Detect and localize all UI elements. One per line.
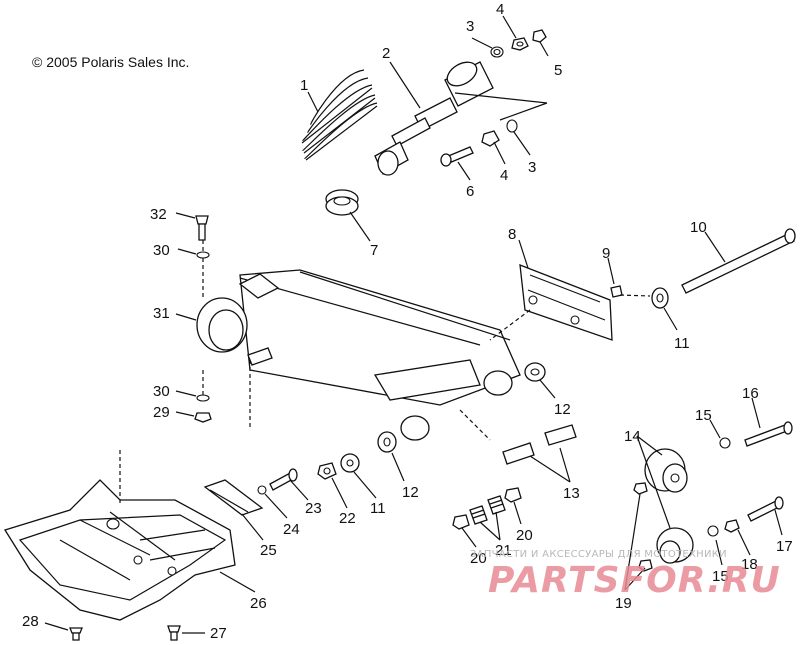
part-swing-arm — [196, 269, 521, 441]
callout-21: 21 — [495, 542, 512, 559]
part-washer-15-upper — [719, 437, 731, 449]
callout-6: 6 — [466, 183, 474, 200]
part-slider-block — [203, 479, 264, 516]
callout-11a: 11 — [674, 335, 690, 352]
callout-2: 2 — [382, 45, 390, 62]
callout-12b: 12 — [402, 484, 419, 501]
callout-1: 1 — [300, 77, 308, 94]
callout-25: 25 — [260, 542, 277, 559]
part-sleeve-upper — [544, 424, 577, 446]
callout-9: 9 — [602, 245, 610, 262]
part-washer-30-lower — [196, 394, 210, 402]
callout-15a: 15 — [695, 407, 712, 424]
part-cap-top — [532, 29, 547, 43]
callout-18: 18 — [741, 556, 758, 573]
part-nut-18 — [724, 519, 740, 533]
part-bushing-21-lower — [469, 505, 488, 525]
callout-29: 29 — [153, 404, 170, 421]
callout-28: 28 — [22, 613, 39, 630]
callout-4: 4 — [496, 1, 504, 18]
callout-26: 26 — [250, 595, 267, 612]
part-screw-28 — [69, 627, 83, 641]
part-washer-12-upper — [524, 362, 546, 382]
callout-20b: 20 — [470, 550, 487, 567]
callout-5: 5 — [554, 62, 562, 79]
callout-15b: 15 — [712, 568, 729, 585]
callout-31: 31 — [153, 305, 170, 322]
part-nut-20-lower — [452, 514, 470, 530]
part-washer-11-right — [651, 287, 669, 309]
copyright-notice: © 2005 Polaris Sales Inc. — [32, 54, 190, 70]
part-skid-plate — [4, 479, 236, 621]
watermark-logo: PARTSFOR.RU — [488, 560, 781, 601]
part-roller-lower — [656, 527, 694, 564]
part-rail-bracket — [519, 264, 613, 341]
callout-13: 13 — [563, 485, 580, 502]
part-bolt-32 — [195, 215, 209, 241]
callout-19: 19 — [615, 595, 632, 612]
part-nut-top — [511, 37, 529, 51]
callout-16: 16 — [742, 385, 759, 402]
callout-12a: 12 — [554, 401, 571, 418]
part-nut-29 — [194, 412, 212, 423]
alignment-lines — [119, 240, 651, 505]
part-roller-upper — [644, 448, 688, 493]
callout-32: 32 — [150, 206, 167, 223]
callout-7: 7 — [370, 242, 378, 259]
callout-22: 22 — [339, 510, 356, 527]
part-washer-15-lower — [707, 525, 719, 537]
callout-20a: 20 — [516, 527, 533, 544]
part-long-shaft — [681, 228, 796, 294]
part-nut-22 — [317, 462, 337, 480]
callout-4b: 4 — [500, 167, 508, 184]
part-washer-30-upper — [196, 251, 210, 259]
part-washer-top — [490, 46, 504, 58]
part-washer-12-lower — [377, 431, 397, 453]
callout-14: 14 — [624, 428, 641, 445]
part-nut-19-lower — [638, 559, 653, 572]
callout-8: 8 — [508, 226, 516, 243]
part-screw-27 — [167, 625, 181, 641]
callout-3: 3 — [466, 18, 474, 35]
callout-30b: 30 — [153, 383, 170, 400]
part-nut-19-upper — [633, 482, 648, 495]
part-nut-mid — [481, 130, 500, 147]
part-bolt-shock — [440, 146, 474, 167]
callout-30a: 30 — [153, 242, 170, 259]
watermark-subtitle: ЗАПЧАСТИ И АКСЕССУАРЫ ДЛЯ МОТОТЕХНИКИ — [470, 549, 727, 560]
part-shock-absorber — [374, 61, 494, 176]
callout-11b: 11 — [370, 500, 386, 517]
callout-3b: 3 — [528, 159, 536, 176]
callout-24: 24 — [283, 521, 300, 538]
callout-23: 23 — [305, 500, 322, 517]
callout-10: 10 — [690, 219, 707, 236]
part-spring-seat — [325, 189, 359, 216]
part-bolt-16 — [744, 421, 793, 447]
part-bolt-17 — [747, 496, 784, 522]
part-washer-11-lower — [340, 453, 360, 473]
leader-lines — [44, 15, 783, 634]
part-washer-24 — [257, 485, 267, 495]
part-nut-20-upper — [504, 487, 522, 503]
callout-27: 27 — [210, 625, 227, 642]
part-sleeve-lower — [502, 442, 535, 465]
callout-17: 17 — [776, 538, 793, 555]
part-bushing-21-upper — [487, 495, 506, 515]
part-washer-mid — [506, 119, 518, 133]
part-spring — [301, 69, 378, 161]
callout-labels: 1 2 3 4 5 3 4 6 7 32 30 8 9 10 31 11 30 … — [22, 1, 793, 642]
part-bolt-23 — [269, 468, 298, 491]
